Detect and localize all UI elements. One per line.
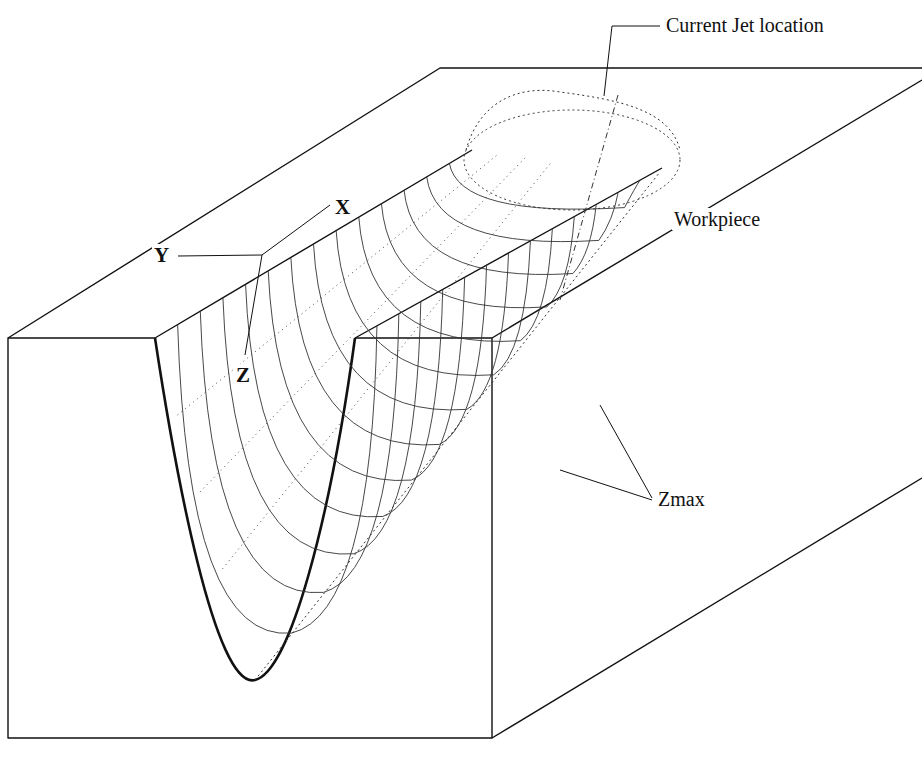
mesh-section xyxy=(223,298,421,554)
kerf-profile xyxy=(155,338,355,680)
mesh-section xyxy=(336,231,530,376)
z-axis-line xyxy=(245,255,262,355)
top-face-edge xyxy=(8,68,922,338)
mesh-section xyxy=(381,204,574,308)
bottom-right-edge xyxy=(492,478,922,738)
leader-line xyxy=(604,26,660,96)
mesh-section xyxy=(200,311,399,593)
callout-label: Workpiece xyxy=(672,208,762,230)
callout-label: Current Jet location xyxy=(664,14,826,36)
axis-label: Y xyxy=(152,244,171,267)
axis-label: Z xyxy=(234,364,252,387)
mesh-section xyxy=(178,325,377,634)
mesh-section xyxy=(268,271,464,481)
mesh-section xyxy=(291,257,487,444)
kerf-bottom-line xyxy=(255,172,660,680)
mesh-section xyxy=(314,244,509,410)
mesh-line xyxy=(178,154,499,415)
front-face xyxy=(8,338,492,738)
mesh-line xyxy=(200,158,525,492)
mesh-line xyxy=(223,161,553,569)
jet-axis xyxy=(560,95,618,300)
jet-cap xyxy=(466,90,680,150)
mesh-section xyxy=(246,284,443,517)
jet-outline xyxy=(464,110,680,210)
kerf-mesh xyxy=(178,154,641,634)
x-axis-line xyxy=(262,205,330,255)
callout-label: Zmax xyxy=(656,488,707,510)
leader-line xyxy=(560,470,652,500)
axis-label: X xyxy=(333,196,352,219)
leader-line xyxy=(600,405,652,498)
mesh-section xyxy=(449,163,640,209)
y-axis-line xyxy=(178,255,262,256)
mesh-section xyxy=(404,190,596,274)
